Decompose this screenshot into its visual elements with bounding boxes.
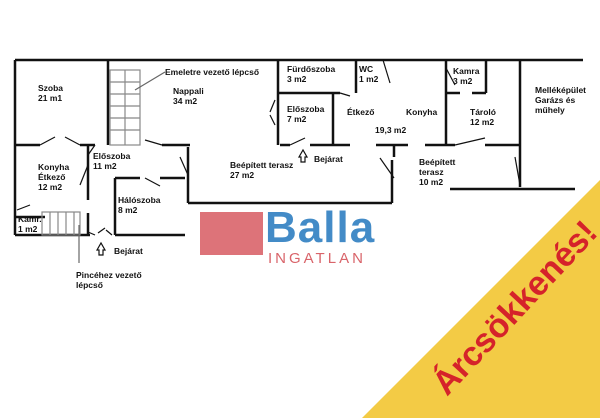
label-pince-stairs: Pincéhez vezető lépcső [76,270,142,290]
label-bejarat-right: Bejárat [314,154,343,164]
label-stairs-up: Emeletre vezető lépcső [165,67,260,77]
room-etkezo: Étkező [347,107,375,117]
logo-house-mark [200,212,263,255]
room-terasz-big: Beépített terasz 27 m2 [230,160,294,180]
room-kamr: Kamr. 1 m2 [18,214,42,234]
room-wc: WC 1 m2 [359,64,379,84]
room-nappali: Nappali 34 m2 [173,86,204,106]
room-szoba: Szoba 21 m1 [38,83,64,103]
room-tarolo: Tároló 12 m2 [470,107,496,127]
room-mellekepulet: Melléképület Garázs és műhely [535,85,587,115]
room-konyha-etkezo: Konyha Étkező 12 m2 [38,162,70,192]
room-eloszoba-left: Előszoba 11 m2 [93,151,131,171]
room-konyha-area: 19,3 m2 [375,125,407,135]
room-konyha: Konyha [406,107,438,117]
logo-name: Balla [265,203,376,252]
room-terasz-small: Beépített terasz 10 m2 [419,157,456,187]
room-haloszoba: Hálószoba 8 m2 [118,195,161,215]
label-bejarat-left: Bejárat [114,246,143,256]
room-furdoszoba: Fürdőszoba 3 m2 [287,64,336,84]
room-kamra: Kamra 3 m2 [453,66,480,86]
room-eloszoba-right: Előszoba 7 m2 [287,104,325,124]
logo-subtitle: INGATLAN [268,250,366,267]
